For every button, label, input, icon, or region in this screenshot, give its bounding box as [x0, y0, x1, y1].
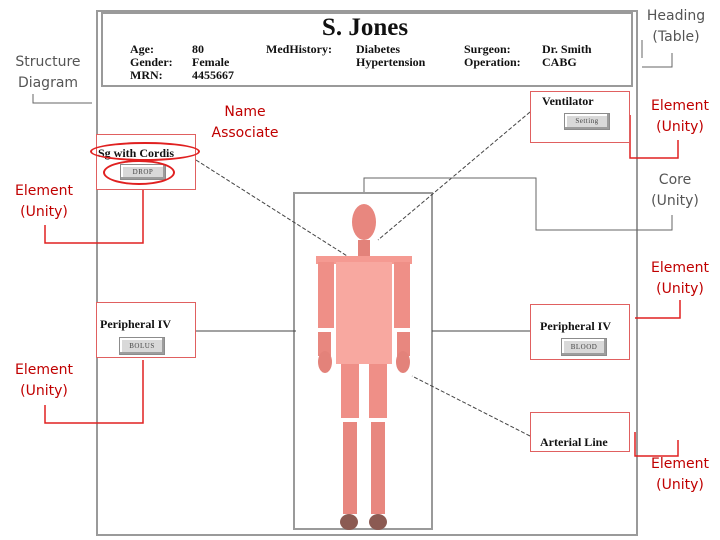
peripheral-iv-bolus-button[interactable]: BOLUS [119, 337, 165, 355]
peripheral-iv-left-title: Peripheral IV [100, 317, 171, 332]
annotation-element-arterial-line2: (Unity) [644, 475, 716, 496]
annotation-name-line1: Name [200, 102, 290, 123]
annotation-structure-line1: Structure [4, 52, 92, 73]
annotation-core-line1: Core [640, 170, 710, 191]
annotation-element-iv-left-line2: (Unity) [6, 381, 82, 402]
annotation-element-iv-left-line1: Element [6, 360, 82, 381]
annotation-element-cordis: Element (Unity) [6, 181, 82, 223]
annotation-heading-line2: (Table) [640, 27, 712, 48]
annotation-name-line2: Associate [200, 123, 290, 144]
annotation-element-cordis-line2: (Unity) [6, 202, 82, 223]
ventilator-title: Ventilator [542, 94, 594, 109]
annotation-element-iv-right-line1: Element [644, 258, 716, 279]
annotation-element-cordis-line1: Element [6, 181, 82, 202]
peripheral-iv-blood-button[interactable]: BLOOD [561, 338, 607, 356]
ventilator-setting-button[interactable]: Setting [564, 113, 610, 130]
arterial-line-title: Arterial Line [540, 435, 608, 450]
human-figure [316, 204, 412, 530]
annotation-element-arterial-line1: Element [644, 454, 716, 475]
annotation-element-ventilator: Element (Unity) [644, 96, 716, 138]
annotation-heading: Heading (Table) [640, 6, 712, 48]
peripheral-iv-right-title: Peripheral IV [540, 319, 611, 334]
name-highlight-ellipse [90, 142, 200, 161]
annotation-element-iv-right: Element (Unity) [644, 258, 716, 300]
annotation-core-line2: (Unity) [640, 191, 710, 212]
annotation-structure-line2: Diagram [4, 73, 92, 94]
annotation-heading-line1: Heading [640, 6, 712, 27]
annotation-structure-diagram: Structure Diagram [4, 52, 92, 94]
annotation-element-arterial: Element (Unity) [644, 454, 716, 496]
annotation-element-iv-left: Element (Unity) [6, 360, 82, 402]
button-highlight-ellipse [103, 160, 175, 185]
annotation-element-ventilator-line1: Element [644, 96, 716, 117]
annotation-element-iv-right-line2: (Unity) [644, 279, 716, 300]
annotation-element-ventilator-line2: (Unity) [644, 117, 716, 138]
annotation-name-associate: Name Associate [200, 102, 290, 144]
annotation-core: Core (Unity) [640, 170, 710, 212]
